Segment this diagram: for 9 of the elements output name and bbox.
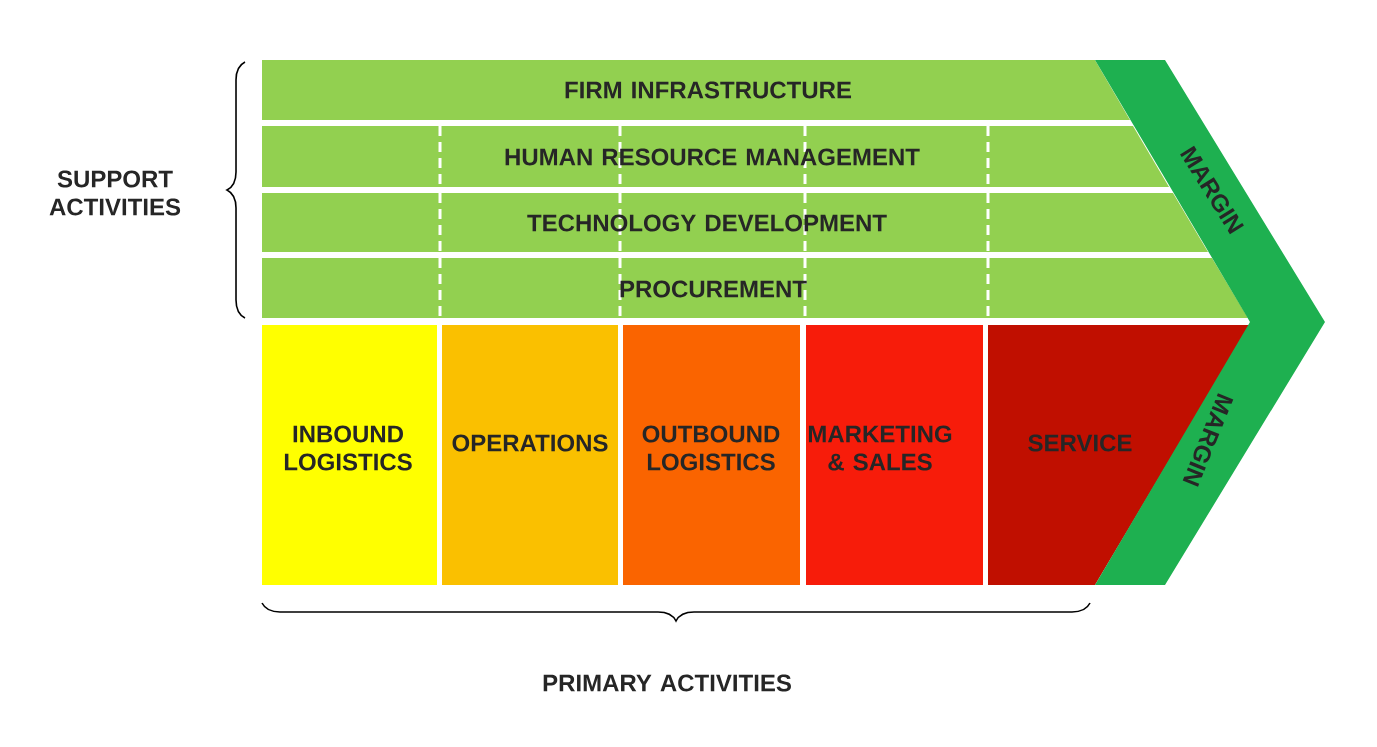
activity-column: INBOUND LOGISTICS <box>262 325 437 585</box>
activity-column: MARKETING & SALES <box>806 325 983 585</box>
activity-band: PROCUREMENT <box>262 258 1248 318</box>
activity-column: OUTBOUND LOGISTICS <box>623 325 800 585</box>
group-label: SUPPORT ACTIVITIES <box>49 170 181 216</box>
activity-column: OPERATIONS <box>442 325 618 585</box>
activity-band: FIRM INFRASTRUCTURE <box>262 60 1130 120</box>
activity-band: HUMAN RESOURCE MANAGEMENT <box>262 126 1169 187</box>
group-label: PRIMARY ACTIVITIES <box>543 674 791 692</box>
